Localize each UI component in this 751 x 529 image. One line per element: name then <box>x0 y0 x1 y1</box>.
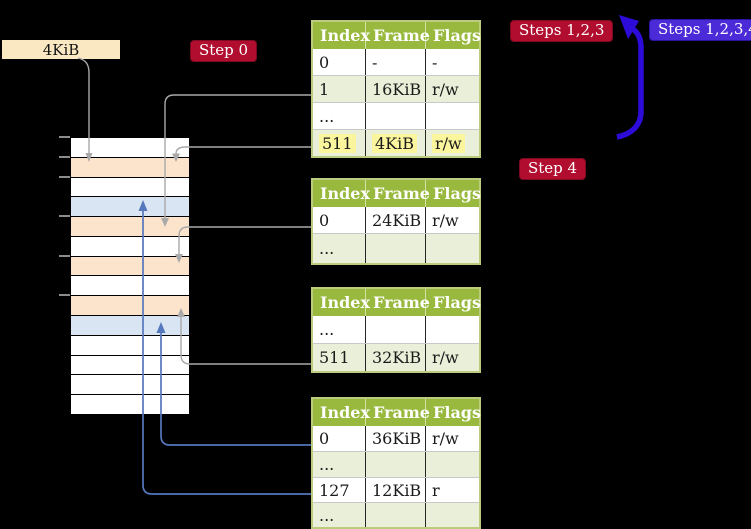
big-loop-arrow <box>616 15 644 140</box>
cell-frame <box>366 103 426 129</box>
cell-index: ... <box>313 452 366 477</box>
frame-size-label: 4KiB <box>2 40 120 59</box>
cell-flags <box>426 503 479 527</box>
column-header-frame: Frame <box>366 399 430 426</box>
cell-flags: r/w <box>432 210 459 230</box>
cell-index: ... <box>313 503 366 527</box>
cell-flags <box>426 103 479 129</box>
memory-frame-row-white <box>71 276 189 297</box>
table-row: ... <box>313 316 479 344</box>
cell-frame: - <box>366 49 426 75</box>
cell-frame: 36KiB <box>366 426 426 451</box>
memory-frame-row-white <box>71 335 189 356</box>
cell-frame <box>366 452 426 477</box>
column-header-index: Index <box>313 22 370 49</box>
badge-step-0: Step 0 <box>190 40 258 62</box>
column-header-flags: Flags <box>433 26 481 45</box>
table-row: 0-- <box>313 49 479 76</box>
cell-frame <box>366 316 426 343</box>
memory-frame-row-blue <box>71 197 189 218</box>
memory-frame-row-white <box>71 138 189 158</box>
cell-flags: r/w <box>432 429 459 448</box>
column-header-flags: Flags <box>433 184 481 203</box>
memory-frame-row-white <box>71 177 189 198</box>
table-row: ... <box>313 452 479 478</box>
badge-steps-1-2-3-4: Steps 1,2,3,4 <box>649 19 751 41</box>
cell-index: ... <box>313 316 366 343</box>
cell-index: 0 <box>313 426 366 451</box>
cell-index: 0 <box>313 207 366 233</box>
address-tick <box>59 294 70 296</box>
cell-index: ... <box>313 103 366 129</box>
column-header-frame: Frame <box>366 22 430 49</box>
memory-frame-row-peach <box>71 217 189 237</box>
memory-frame-row-blue <box>71 316 189 336</box>
table-row: ... <box>313 503 479 527</box>
column-header-flags: Flags <box>433 293 481 312</box>
table-row: ... <box>313 103 479 130</box>
table-row: ... <box>313 234 479 263</box>
column-header-frame: Frame <box>366 289 430 316</box>
cell-index: 511 <box>313 130 366 156</box>
address-tick <box>59 255 70 257</box>
address-tick <box>59 176 70 178</box>
memory-frame-row-peach <box>71 256 189 277</box>
badge-step-4: Step 4 <box>519 158 587 180</box>
cell-flags: r/w <box>426 130 479 156</box>
memory-frame-row-peach <box>71 157 189 178</box>
cell-frame: 16KiB <box>366 76 426 102</box>
cell-frame <box>366 503 426 527</box>
address-tick <box>59 136 70 138</box>
memory-strip <box>70 137 190 415</box>
address-tick <box>59 215 70 217</box>
cell-frame: 32KiB <box>366 344 426 371</box>
cell-flags: r/w <box>432 348 459 367</box>
cell-flags: r <box>432 480 440 500</box>
memory-frame-row-white <box>71 355 189 376</box>
address-tick <box>59 156 70 158</box>
cell-frame <box>366 234 426 263</box>
column-header-flags: Flags <box>433 403 481 422</box>
column-header-index: Index <box>313 399 370 426</box>
cell-index: 511 <box>313 344 366 371</box>
cell-index: 0 <box>313 49 366 75</box>
cell-index: 1 <box>313 76 366 102</box>
memory-frame-row-white <box>71 236 189 257</box>
memory-frame-row-white <box>71 395 189 414</box>
cell-flags <box>426 316 479 343</box>
cell-flags: r/w <box>432 79 459 99</box>
badge-steps-1-2-3: Steps 1,2,3 <box>510 20 614 42</box>
cell-frame: 12KiB <box>366 478 426 502</box>
cell-frame: 24KiB <box>366 207 426 233</box>
column-header-index: Index <box>313 289 370 316</box>
cell-flags <box>426 452 479 477</box>
memory-frame-row-white <box>71 375 189 396</box>
cell-index: 127 <box>313 478 366 502</box>
column-header-index: Index <box>313 180 370 207</box>
cell-index: ... <box>313 234 366 263</box>
cell-frame: 4KiB <box>366 130 426 156</box>
column-header-frame: Frame <box>366 180 430 207</box>
cell-flags <box>426 234 479 263</box>
memory-frame-row-peach <box>71 296 189 317</box>
cell-flags: - <box>432 52 438 72</box>
